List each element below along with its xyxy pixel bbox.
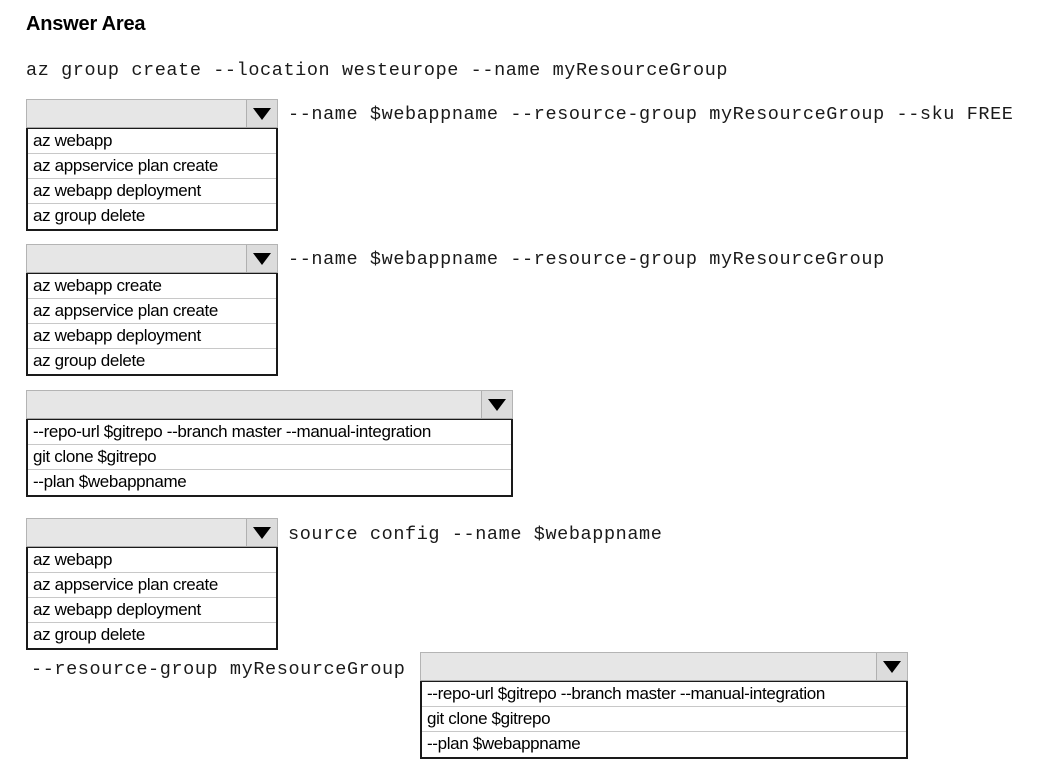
dropdown-5-option[interactable]: --plan $webappname (422, 732, 906, 757)
chevron-down-icon[interactable] (246, 519, 277, 546)
dropdown-4-selected-value[interactable] (27, 519, 246, 546)
chevron-down-icon[interactable] (481, 391, 512, 418)
dropdown-5-option[interactable]: --repo-url $gitrepo --branch master --ma… (422, 682, 906, 707)
dropdown-3-option[interactable]: --repo-url $gitrepo --branch master --ma… (28, 420, 511, 445)
dropdown-4-option[interactable]: az appservice plan create (28, 573, 276, 598)
dropdown-1-option[interactable]: az appservice plan create (28, 154, 276, 179)
command-line-2: --name $webappname --resource-group myRe… (288, 104, 1014, 125)
dropdown-2-selected-value[interactable] (27, 245, 246, 272)
dropdown-1-option[interactable]: az webapp deployment (28, 179, 276, 204)
dropdown-4-option[interactable]: az webapp (28, 548, 276, 573)
command-line-1: az group create --location westeurope --… (26, 60, 729, 81)
dropdown-4-option-list: az webapp az appservice plan create az w… (26, 546, 278, 650)
dropdown-2-option[interactable]: az appservice plan create (28, 299, 276, 324)
dropdown-group-5: --repo-url $gitrepo --branch master --ma… (420, 652, 908, 759)
dropdown-2-option-list: az webapp create az appservice plan crea… (26, 272, 278, 376)
command-line-5: --resource-group myResourceGroup (31, 659, 406, 680)
dropdown-1-selected-value[interactable] (27, 100, 246, 127)
dropdown-group-1: az webapp az appservice plan create az w… (26, 99, 278, 231)
page-title: Answer Area (26, 13, 146, 35)
dropdown-3-selected-value[interactable] (27, 391, 481, 418)
dropdown-5-combobox[interactable] (420, 652, 908, 681)
chevron-down-icon[interactable] (246, 245, 277, 272)
dropdown-group-4: az webapp az appservice plan create az w… (26, 518, 278, 650)
dropdown-4-combobox[interactable] (26, 518, 278, 547)
chevron-down-icon[interactable] (876, 653, 907, 680)
dropdown-4-option[interactable]: az group delete (28, 623, 276, 648)
dropdown-group-2: az webapp create az appservice plan crea… (26, 244, 278, 376)
dropdown-3-combobox[interactable] (26, 390, 513, 419)
chevron-down-icon[interactable] (246, 100, 277, 127)
dropdown-5-selected-value[interactable] (421, 653, 876, 680)
dropdown-1-option[interactable]: az group delete (28, 204, 276, 229)
dropdown-1-combobox[interactable] (26, 99, 278, 128)
dropdown-1-option[interactable]: az webapp (28, 129, 276, 154)
dropdown-2-combobox[interactable] (26, 244, 278, 273)
dropdown-1-option-list: az webapp az appservice plan create az w… (26, 127, 278, 231)
command-line-3: --name $webappname --resource-group myRe… (288, 249, 885, 270)
dropdown-5-option-list: --repo-url $gitrepo --branch master --ma… (420, 680, 908, 759)
dropdown-5-option[interactable]: git clone $gitrepo (422, 707, 906, 732)
dropdown-2-option[interactable]: az webapp create (28, 274, 276, 299)
dropdown-2-option[interactable]: az group delete (28, 349, 276, 374)
dropdown-4-option[interactable]: az webapp deployment (28, 598, 276, 623)
dropdown-3-option[interactable]: --plan $webappname (28, 470, 511, 495)
dropdown-3-option[interactable]: git clone $gitrepo (28, 445, 511, 470)
dropdown-2-option[interactable]: az webapp deployment (28, 324, 276, 349)
dropdown-3-option-list: --repo-url $gitrepo --branch master --ma… (26, 418, 513, 497)
command-line-4: source config --name $webappname (288, 524, 663, 545)
dropdown-group-3: --repo-url $gitrepo --branch master --ma… (26, 390, 513, 497)
